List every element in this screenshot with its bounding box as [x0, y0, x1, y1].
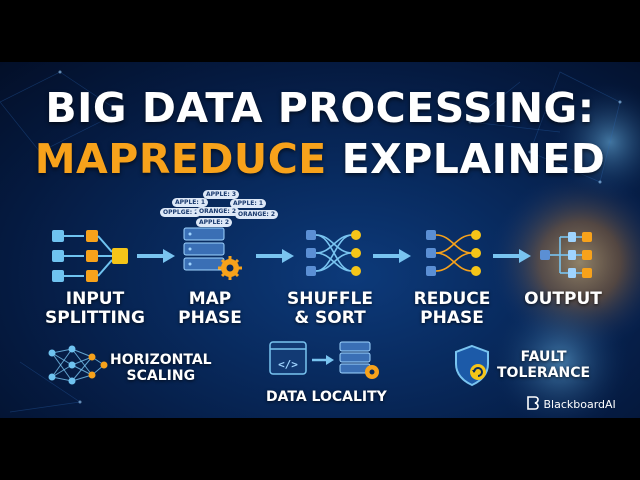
stage-label-line: & SORT [294, 308, 366, 328]
title-line-1: BIG DATA PROCESSING: [45, 84, 595, 132]
stage-label-line: INPUT [65, 289, 125, 309]
feature-label-line: FAULT [520, 349, 567, 365]
stage-label-line: OUTPUT [524, 289, 602, 309]
stage-label-line: PHASE [178, 308, 242, 328]
shuffle-sort-icon [306, 230, 361, 276]
brand-logo: BlackboardAI [526, 396, 616, 411]
arrow-3 [373, 249, 411, 263]
arrow-1 [137, 249, 175, 263]
stage-label-shuffle: SHUFFLE& SORT [280, 290, 380, 328]
title-rest: EXPLAINED [341, 135, 606, 183]
data-locality-label: DATA LOCALITY [266, 389, 387, 405]
map-bubble: OPPLGE: 2 [160, 208, 202, 217]
map-server-icon [183, 227, 242, 280]
map-bubble: ORANGE: 2 [235, 210, 279, 219]
brand-name: BlackboardAI [543, 398, 616, 411]
feature-label-line: SCALING [126, 368, 196, 384]
input-splitting-icon [52, 230, 128, 282]
background-network [0, 70, 640, 418]
brand-mark-icon [527, 396, 539, 410]
output-icon [540, 232, 592, 278]
map-bubble: APPLE: 1 [230, 199, 267, 208]
map-bubble: APPLE: 1 [172, 198, 209, 207]
map-bubble: ORANGE: 2 [196, 207, 240, 216]
stage-label-line: MAP [188, 289, 232, 309]
stage-label-line: SPLITTING [45, 308, 145, 328]
stage-label-line: REDUCE [413, 289, 491, 309]
map-bubble: APPLE: 3 [203, 190, 240, 199]
globe-glow-top [550, 82, 640, 202]
stage-label-line: PHASE [420, 308, 484, 328]
svg-text:</>: </> [278, 358, 298, 371]
title-line-2: MAPREDUCE EXPLAINED [0, 135, 640, 183]
globe-glow-lower [490, 292, 630, 418]
arrow-4 [493, 249, 531, 263]
stage-label-line: SHUFFLE [287, 289, 373, 309]
stage-label-output: OUTPUT [508, 290, 618, 309]
data-locality-icon: </> [269, 341, 379, 379]
reduce-phase-icon [426, 230, 481, 276]
fault-tolerance-icon [455, 344, 489, 387]
horizontal-scaling-icon [48, 345, 108, 385]
feature-label-line: HORIZONTAL [110, 352, 212, 368]
title-accent: MAPREDUCE [34, 135, 327, 183]
feature-label-line: TOLERANCE [497, 365, 591, 381]
arrow-2 [256, 249, 294, 263]
map-bubble: APPLE: 2 [196, 218, 233, 227]
thumbnail-frame: BIG DATA PROCESSING: MAPREDUCE EXPLAINED… [0, 62, 640, 418]
